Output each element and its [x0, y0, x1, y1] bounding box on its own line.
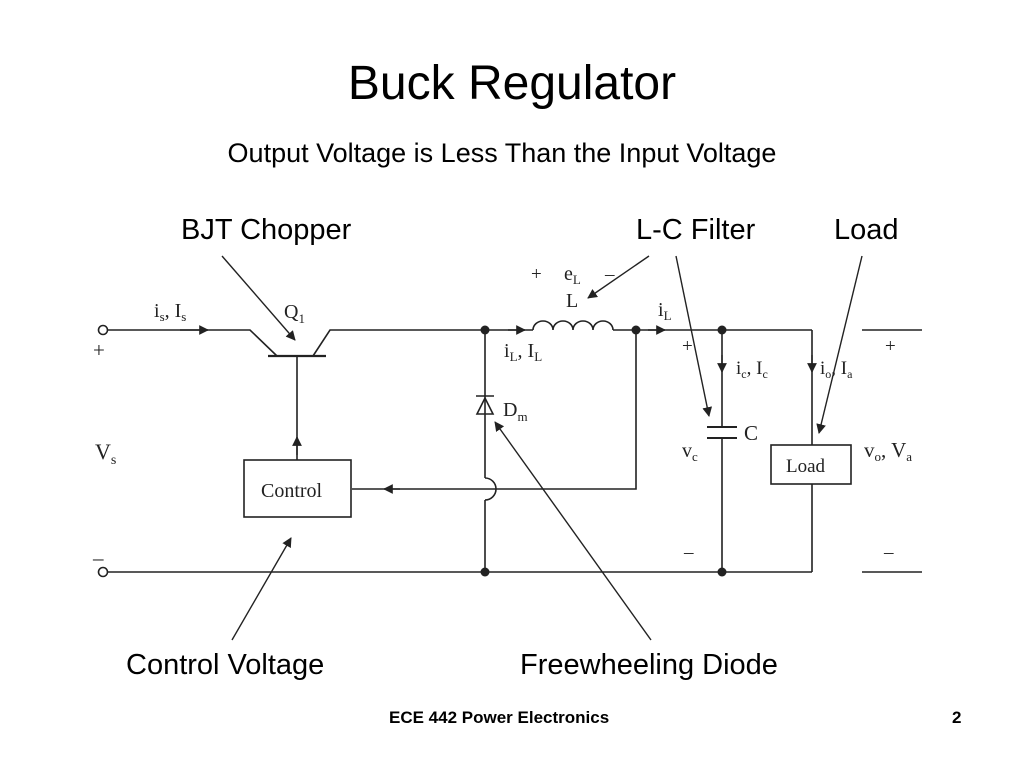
label-output-node-current: iL: [658, 299, 672, 323]
label-inductor-minus: –: [604, 264, 615, 285]
wire-emitter-to-inductor: [312, 329, 533, 357]
label-transistor: Q1: [284, 301, 305, 326]
pointer-lc-filter-capacitor: [675, 255, 713, 417]
pointer-control-voltage: [231, 537, 292, 641]
capacitor-plates: [707, 426, 737, 439]
freewheeling-diode-symbol: [475, 395, 495, 415]
junction-dot: [480, 567, 490, 577]
label-output-voltage: vo, Va: [864, 438, 912, 464]
junction-dot: [717, 325, 727, 335]
callout-bjt-chopper: BJT Chopper: [181, 214, 352, 246]
label-output-plus: +: [885, 336, 896, 357]
label-capacitor-minus: –: [683, 542, 694, 563]
label-load-current: io, Ia: [820, 358, 853, 381]
label-input-plus: +: [93, 338, 105, 362]
label-source-voltage: Vs: [95, 439, 116, 468]
label-input-minus: –: [92, 546, 104, 570]
label-inductor-plus: +: [531, 264, 542, 285]
output-terminal-bars: [862, 329, 922, 573]
pointer-lc-filter-inductor: [587, 255, 650, 299]
load-block-label: Load: [786, 456, 826, 477]
footer-course-name: ECE 442 Power Electronics: [389, 708, 610, 727]
pointer-load: [816, 255, 863, 434]
label-capacitor-voltage: vc: [682, 440, 698, 464]
label-capacitor: C: [744, 421, 758, 445]
callout-freewheeling-diode: Freewheeling Diode: [520, 649, 778, 681]
junction-dot: [480, 325, 490, 335]
pointer-freewheeling-diode: [494, 421, 652, 641]
input-terminal-plus: [97, 324, 109, 336]
control-block-label: Control: [261, 480, 323, 502]
label-inductor-voltage: eL: [564, 263, 581, 287]
label-input-current: is, Is: [154, 300, 186, 324]
label-output-minus: –: [883, 542, 894, 563]
wire-input-to-collector: [108, 329, 278, 357]
junction-dot: [717, 567, 727, 577]
input-terminal-minus: [97, 566, 109, 578]
callout-load: Load: [834, 214, 899, 246]
wire-feedback: [352, 330, 637, 490]
control-block: [243, 459, 352, 518]
label-capacitor-plus: +: [682, 336, 693, 357]
label-capacitor-current: ic, Ic: [736, 358, 768, 381]
label-inductor-current: iL, IL: [504, 340, 542, 364]
junction-dot: [631, 325, 641, 335]
load-block: [770, 444, 852, 485]
label-diode: Dm: [503, 399, 528, 424]
slide-subtitle: Output Voltage is Less Than the Input Vo…: [227, 138, 777, 168]
slide-title: Buck Regulator: [347, 57, 677, 110]
label-inductor: L: [566, 290, 578, 312]
callout-control-voltage: Control Voltage: [126, 649, 325, 681]
callout-lc-filter: L-C Filter: [636, 214, 756, 246]
footer-page-number: 2: [952, 708, 962, 727]
inductor-coil: [532, 320, 614, 331]
pointer-bjt-chopper: [221, 255, 296, 341]
